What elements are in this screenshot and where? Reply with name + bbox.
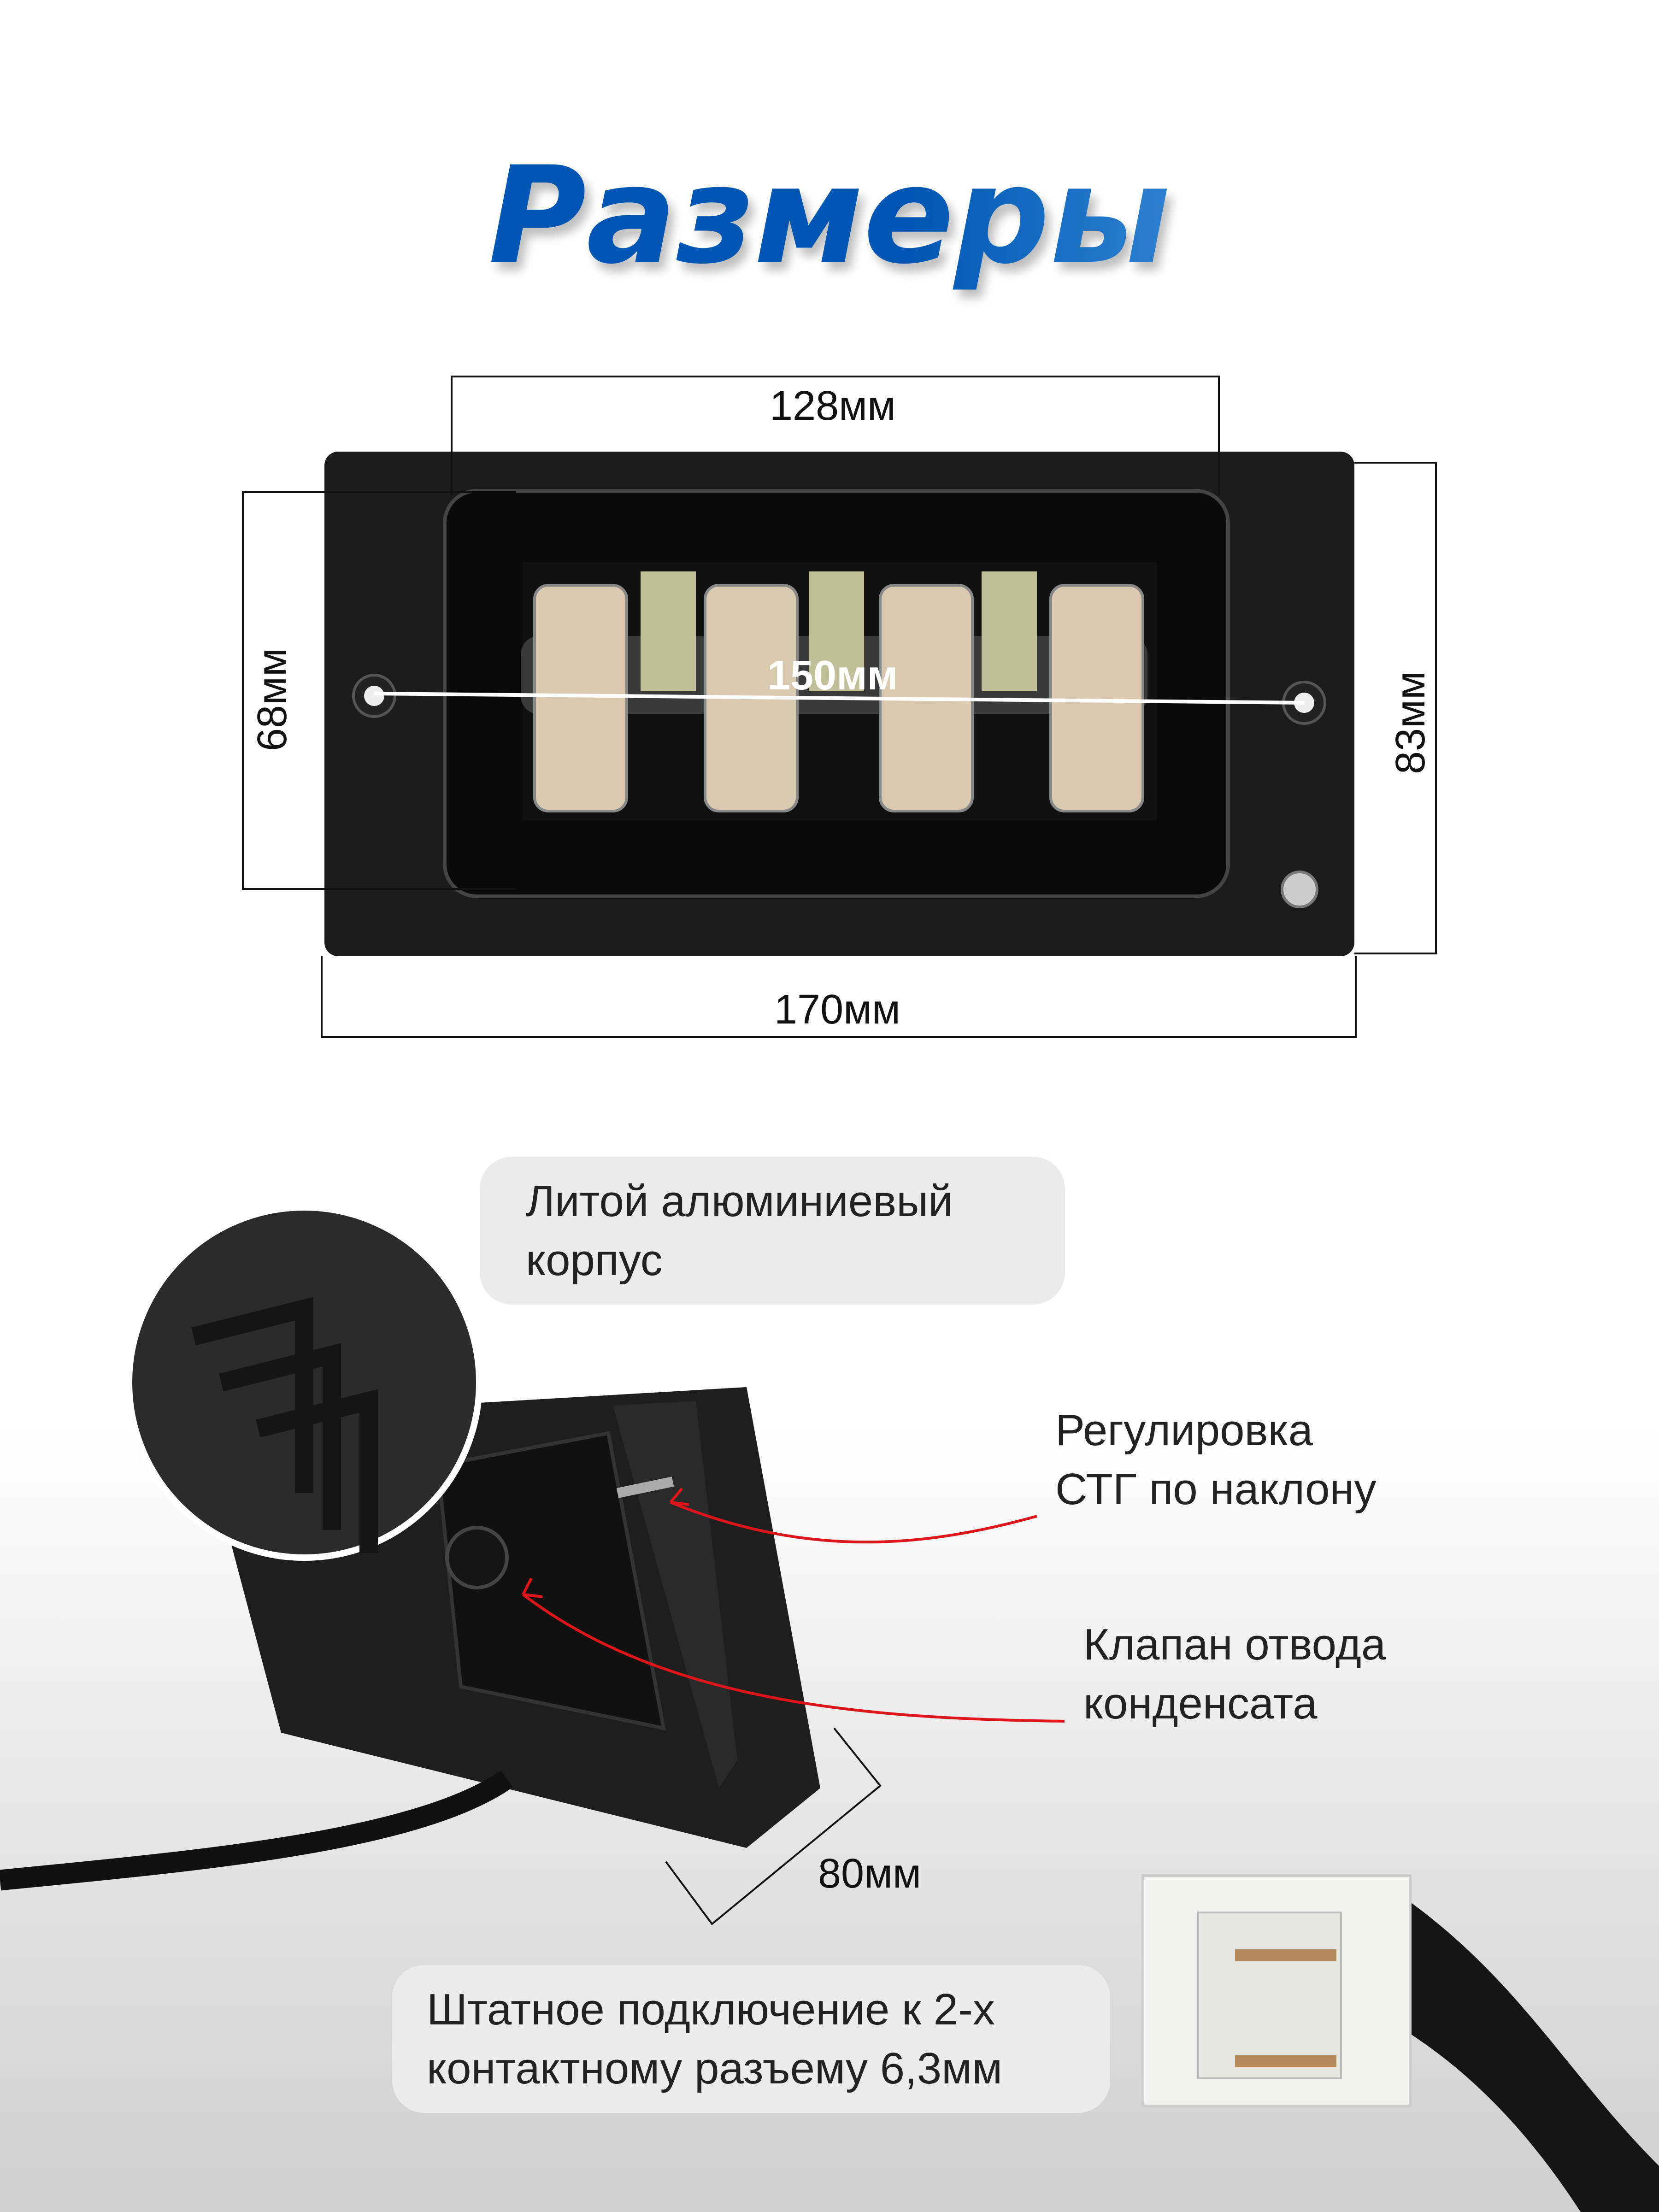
lamp-front-view xyxy=(324,452,1354,956)
dim-depth: 80мм xyxy=(818,1851,921,1897)
mount-spacing-line xyxy=(373,692,1305,705)
connector-image xyxy=(1141,1874,1659,2212)
callout-connector: Штатное подключение к 2-х контактному раз… xyxy=(392,1965,1110,2113)
page-title: Размеры xyxy=(0,138,1659,294)
callout-housing-line1: Литой алюминиевый xyxy=(526,1176,953,1226)
callout-arrows xyxy=(522,1488,1065,1723)
dim-width-inner: 128мм xyxy=(770,383,896,429)
dimension-lines xyxy=(242,376,1437,1925)
callout-housing-line2: корпус xyxy=(526,1235,663,1285)
dim-width-outer: 170мм xyxy=(774,987,900,1033)
callout-valve-line2: конденсата xyxy=(1083,1679,1318,1728)
callout-adjust-line1: Регулировка xyxy=(1055,1406,1313,1455)
dim-mount-spacing: 150мм xyxy=(767,653,898,699)
callout-connector-line2: контактному разъему 6,3мм xyxy=(427,2043,1003,2093)
dim-height-outer: 83мм xyxy=(1388,671,1434,774)
callout-adjust-line2: СТГ по наклону xyxy=(1055,1465,1377,1514)
callout-connector-line1: Штатное подключение к 2-х xyxy=(427,1984,995,2034)
callout-valve: Клапан отвода конденсата xyxy=(1083,1615,1386,1733)
lamp-rear-view xyxy=(0,1204,820,1891)
dim-height-inner: 68мм xyxy=(249,648,295,751)
callout-valve-line1: Клапан отвода xyxy=(1083,1620,1386,1669)
callout-housing: Литой алюминиевый корпус xyxy=(480,1157,1065,1305)
